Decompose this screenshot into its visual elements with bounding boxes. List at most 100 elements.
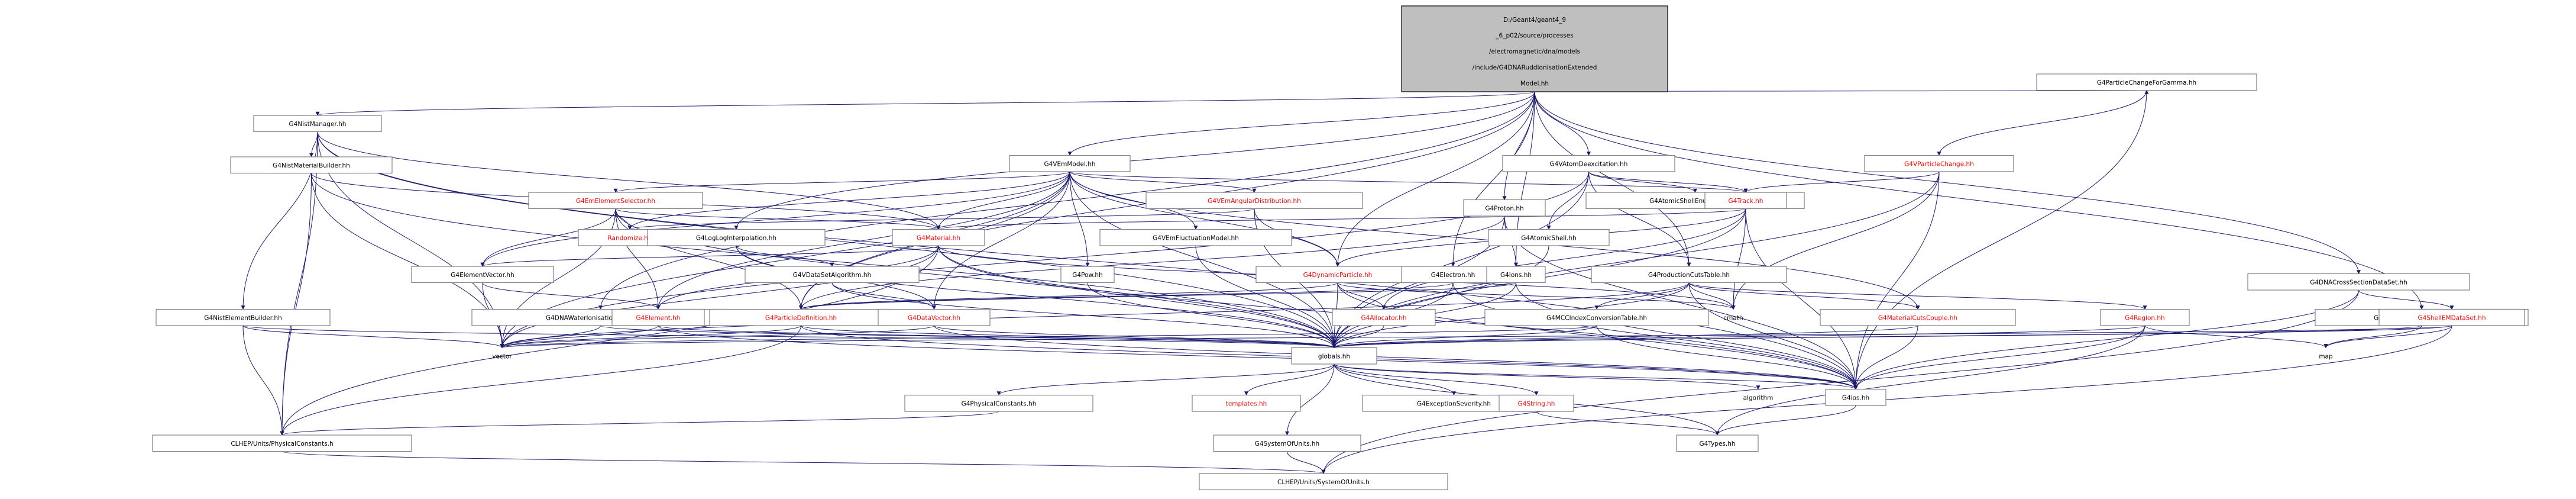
node-box [1060, 266, 1115, 284]
edge-globals-to-g4-system-of-units [1285, 363, 1335, 436]
node-globals[interactable]: globals.hh [1291, 347, 1377, 365]
node-g4-particle-change-for-gamma[interactable]: G4ParticleChangeForGamma.hh [2036, 73, 2257, 91]
node-g4-nist-material-builder[interactable]: G4NistMaterialBuilder.hh [230, 156, 393, 174]
node-g4-element[interactable]: G4Element.hh [611, 308, 705, 326]
edge-g4-particle-definition-to-clhepphysical-constants [280, 325, 801, 436]
edge-root-to-g4-vem-model [1067, 91, 1535, 156]
node-cmath[interactable]: cmath [1723, 314, 1743, 321]
node-label: G4ios.hh [1842, 394, 1869, 401]
edge-g4-nist-element-builder-to-globals [242, 325, 1336, 349]
node-label: G4Element.hh [636, 314, 681, 321]
edge-g4-dnacross-section-data-set-to-g4-shell-emdata-set [2358, 289, 2454, 310]
node-label: G4Types.hh [1699, 440, 1735, 448]
node-g4-vem-angular-distribution[interactable]: G4VEmAngularDistribution.hh [1145, 192, 1363, 210]
node-box [528, 192, 703, 210]
node-label: G4NistMaterialBuilder.hh [273, 162, 350, 169]
node-g4-production-cuts-table[interactable]: G4ProductionCutsTable.hh [1591, 266, 1787, 284]
node-g4-track[interactable]: G4Track.hh [1704, 192, 1787, 210]
edge-root-to-g4-nist-manager [316, 91, 1535, 116]
node-label: G4String.hh [1518, 400, 1555, 407]
node-box [2247, 273, 2470, 291]
node-g4-dnacross-section-data-set[interactable]: G4DNACrossSectionDataSet.hh [2247, 273, 2470, 291]
root-node-g4dna-rudd-ionisation-extended-model: D:/Geant4/geant4_9_6_p02/source/processe… [1401, 5, 1668, 92]
node-g4-atomic-shell[interactable]: G4AtomicShell.hh [1488, 228, 1610, 246]
edge-g4-vem-model-to-g4-em-element-selector [613, 171, 1070, 193]
edge-g4-element-to-vector [500, 325, 659, 349]
edge-root-to-g4-log-log-interpolation [734, 91, 1535, 230]
node-g4-allocator[interactable]: G4Allocator.hh [1332, 308, 1436, 326]
node-label: G4DNACrossSectionDataSet.hh [2310, 279, 2407, 286]
edge-g4-production-cuts-table-to-g4-region [1688, 282, 2147, 310]
node-g4-nist-element-builder[interactable]: G4NistElementBuilder.hh [156, 308, 331, 326]
node-box [1486, 266, 1546, 284]
edge-g4-material-to-globals [938, 245, 1336, 349]
node-label: G4AtomicShell.hh [1521, 234, 1577, 242]
node-box [1704, 192, 1787, 210]
node-label: G4EmElementSelector.hh [576, 198, 655, 205]
node-label: G4ParticleDefinition.hh [765, 314, 837, 321]
edge-g4-system-of-units-to-clhepsystem-of-units [1287, 451, 1326, 474]
edge-g4-particle-change-for-gamma-to-g4ios [1853, 90, 2147, 390]
node-g4-region[interactable]: G4Region.hh [2100, 308, 2190, 326]
edge-g4-material-cuts-couple-to-globals [1332, 325, 1918, 349]
node-g4-types[interactable]: G4Types.hh [1676, 434, 1759, 452]
node-g4-vem-model[interactable]: G4VEmModel.hh [1009, 154, 1131, 172]
node-box [156, 308, 331, 326]
node-label: G4VEmFluctuationModel.hh [1153, 234, 1239, 242]
edge-root-to-g4-dynamic-particle [1335, 91, 1535, 267]
node-g4-string[interactable]: G4String.hh [1499, 394, 1574, 412]
node-g4-element-vector[interactable]: G4ElementVector.hh [411, 266, 554, 284]
node-label: G4Proton.hh [1485, 205, 1523, 212]
node-algorithm[interactable]: algorithm [1743, 394, 1774, 401]
edge-g4-material-to-vector [500, 245, 939, 349]
node-box [904, 394, 1093, 412]
edge-g4-vatom-deexcitation-to-g4-atomic-shell-enumerator [1588, 171, 1697, 193]
node-vector[interactable]: vector [492, 353, 512, 360]
node-g4-nist-manager[interactable]: G4NistManager.hh [253, 115, 382, 133]
node-g4ios[interactable]: G4ios.hh [1825, 388, 1886, 406]
node-g4-material-cuts-couple[interactable]: G4MaterialCutsCouple.hh [1820, 308, 2016, 326]
node-label: G4ProductionCutsTable.hh [1648, 272, 1730, 279]
node-templates[interactable]: templates.hh [1192, 394, 1301, 412]
node-clhepsystem-of-units[interactable]: CLHEP/Units/SystemOfUnits.h [1199, 473, 1448, 491]
edge-g4-nist-manager-to-g4-material [317, 131, 941, 230]
node-g4-proton[interactable]: G4Proton.hh [1463, 199, 1546, 217]
node-g4-particle-definition[interactable]: G4ParticleDefinition.hh [709, 308, 893, 326]
node-map[interactable]: map [2319, 353, 2333, 360]
node-g4-vatom-deexcitation[interactable]: G4VAtomDeexcitation.hh [1502, 154, 1675, 172]
node-label: G4DataVector.hh [908, 314, 960, 321]
node-label: templates.hh [1226, 400, 1267, 407]
node-g4-system-of-units[interactable]: G4SystemOfUnits.hh [1213, 434, 1361, 452]
node-g4-ions[interactable]: G4Ions.hh [1486, 266, 1546, 284]
node-label: G4VEmAngularDistribution.hh [1208, 198, 1301, 205]
node-g4-log-log-interpolation[interactable]: G4LogLogInterpolation.hh [647, 228, 826, 246]
node-g4-dynamic-particle[interactable]: G4DynamicParticle.hh [1255, 266, 1420, 284]
node-g4-vparticle-change[interactable]: G4VParticleChange.hh [1864, 154, 2014, 172]
node-g4-shell-emdata-set[interactable]: G4ShellEMDataSet.hh [2378, 308, 2525, 326]
edge-g4-vem-fluctuation-model-to-globals [1195, 245, 1336, 349]
node-label: G4Region.hh [2125, 314, 2164, 321]
edge-g4-shell-emdata-set-to-vector [500, 325, 2452, 349]
node-label: globals.hh [1318, 353, 1350, 360]
edge-g4-vdata-set-algorithm-to-globals [831, 282, 1336, 349]
node-g4-vdata-set-algorithm[interactable]: G4VDataSetAlgorithm.hh [745, 266, 920, 284]
node-box [1488, 228, 1610, 246]
node-g4-pow[interactable]: G4Pow.hh [1060, 266, 1115, 284]
edge-g4-electron-to-g4-particle-definition [799, 282, 1454, 310]
node-box [1864, 154, 2014, 172]
node-g4-data-vector[interactable]: G4DataVector.hh [878, 308, 991, 326]
edge-g4-track-to-g4ios [1745, 208, 1858, 390]
edge-g4-vem-model-to-g4-dynamic-particle [1069, 171, 1340, 267]
node-g4-mccindex-conversion-table[interactable]: G4MCCIndexConversionTable.hh [1484, 308, 1709, 326]
node-g4-em-element-selector[interactable]: G4EmElementSelector.hh [528, 192, 703, 210]
node-g4-physical-constants[interactable]: G4PhysicalConstants.hh [904, 394, 1093, 412]
edge-g4-region-to-map [2144, 325, 2328, 349]
node-box [1484, 308, 1709, 326]
node-clhepphysical-constants[interactable]: CLHEP/Units/PhysicalConstants.h [152, 434, 412, 452]
node-g4-vem-fluctuation-model[interactable]: G4VEmFluctuationModel.hh [1099, 228, 1292, 246]
edge-g4-vem-model-to-g4-element [656, 171, 1070, 310]
edge-g4-production-cuts-table-to-cmath [1688, 282, 1736, 310]
edge-g4-vparticle-change-to-g4-track [1743, 171, 1940, 193]
node-g4-material[interactable]: G4Material.hh [892, 228, 985, 246]
node-box [892, 228, 985, 246]
